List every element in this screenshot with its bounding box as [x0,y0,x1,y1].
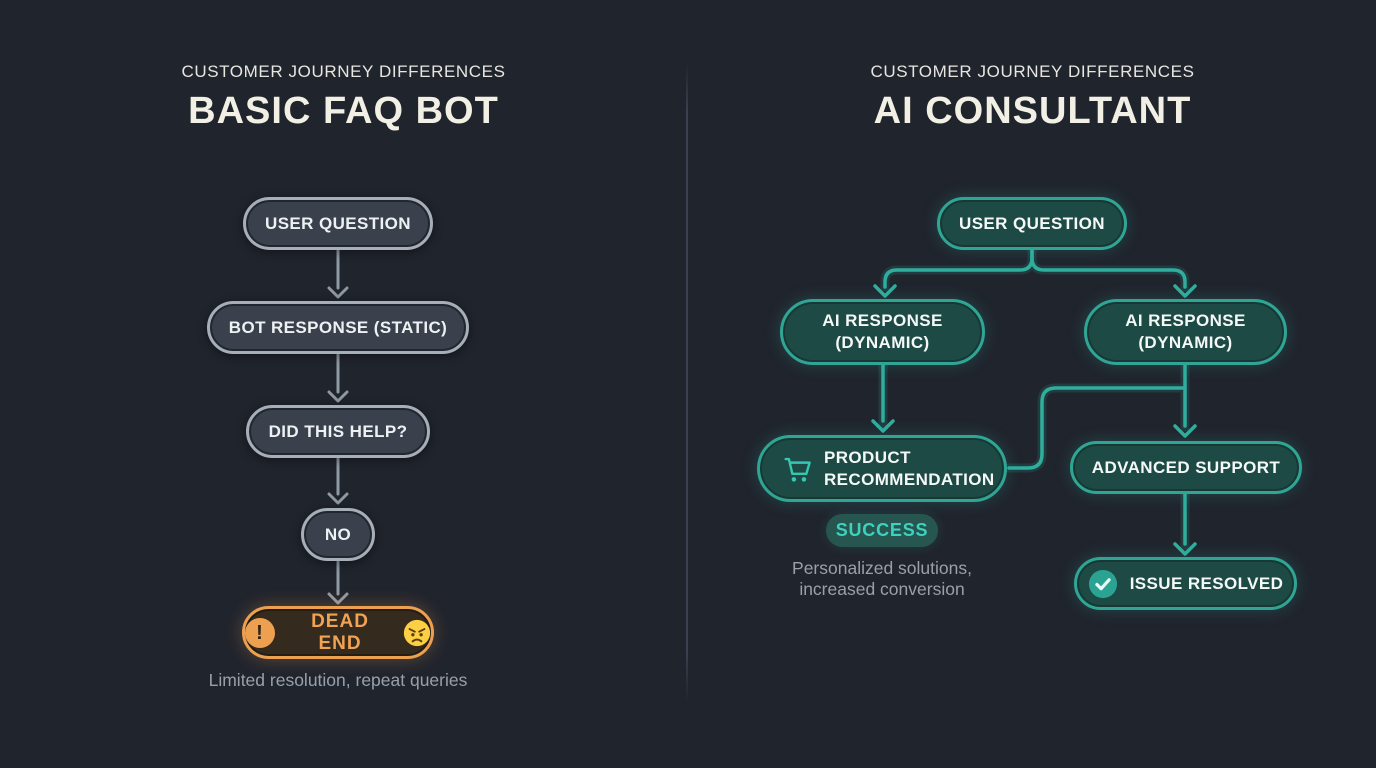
node-did-this-help: DID THIS HELP? [246,405,430,458]
right-eyebrow: CUSTOMER JOURNEY DIFFERENCES [870,62,1195,81]
angry-face-icon [403,619,431,646]
node-label: ISSUE RESOLVED [1129,573,1284,593]
check-circle-icon [1088,569,1117,598]
node-label: ADVANCED SUPPORT [1091,457,1281,477]
node-bot-response-static: BOT RESPONSE (STATIC) [207,301,469,354]
success-badge: SUCCESS [826,514,938,547]
center-divider [686,62,688,702]
shopping-cart-icon [784,457,811,482]
node-issue-resolved: ISSUE RESOLVED [1074,557,1297,610]
node-label: DID THIS HELP? [268,421,408,441]
node-no: NO [301,508,375,561]
node-label: NO [324,524,352,544]
warning-icon: ! [245,617,275,648]
left-eyebrow: CUSTOMER JOURNEY DIFFERENCES [181,62,506,81]
node-label: BOT RESPONSE (STATIC) [228,317,448,337]
left-title: BASIC FAQ BOT [188,90,499,132]
node-label: DEAD END [311,610,369,654]
node-label: USER QUESTION [959,213,1105,233]
node-label: USER QUESTION [265,213,411,233]
node-ai-response-dynamic-left: AI RESPONSE (DYNAMIC) [780,299,985,365]
right-caption-line2: increased conversion [799,579,965,599]
node-user-question-right: USER QUESTION [937,197,1127,250]
node-ai-response-dynamic-right: AI RESPONSE (DYNAMIC) [1084,299,1287,365]
right-caption: Personalized solutions, increased conver… [732,558,1032,600]
node-product-recommendation: PRODUCT RECOMMENDATION [757,435,1007,502]
node-label: AI RESPONSE (DYNAMIC) [1125,311,1246,352]
left-panel-header: CUSTOMER JOURNEY DIFFERENCES BASIC FAQ B… [0,62,687,133]
left-caption: Limited resolution, repeat queries [208,670,468,690]
node-label: PRODUCT RECOMMENDATION [824,447,995,489]
right-panel-header: CUSTOMER JOURNEY DIFFERENCES AI CONSULTA… [689,62,1376,133]
right-title: AI CONSULTANT [873,90,1192,132]
right-caption-line1: Personalized solutions, [792,558,972,578]
node-dead-end: ! DEAD END [242,606,434,659]
node-label: AI RESPONSE (DYNAMIC) [822,311,943,352]
node-advanced-support: ADVANCED SUPPORT [1070,441,1302,494]
node-user-question-left: USER QUESTION [243,197,433,250]
